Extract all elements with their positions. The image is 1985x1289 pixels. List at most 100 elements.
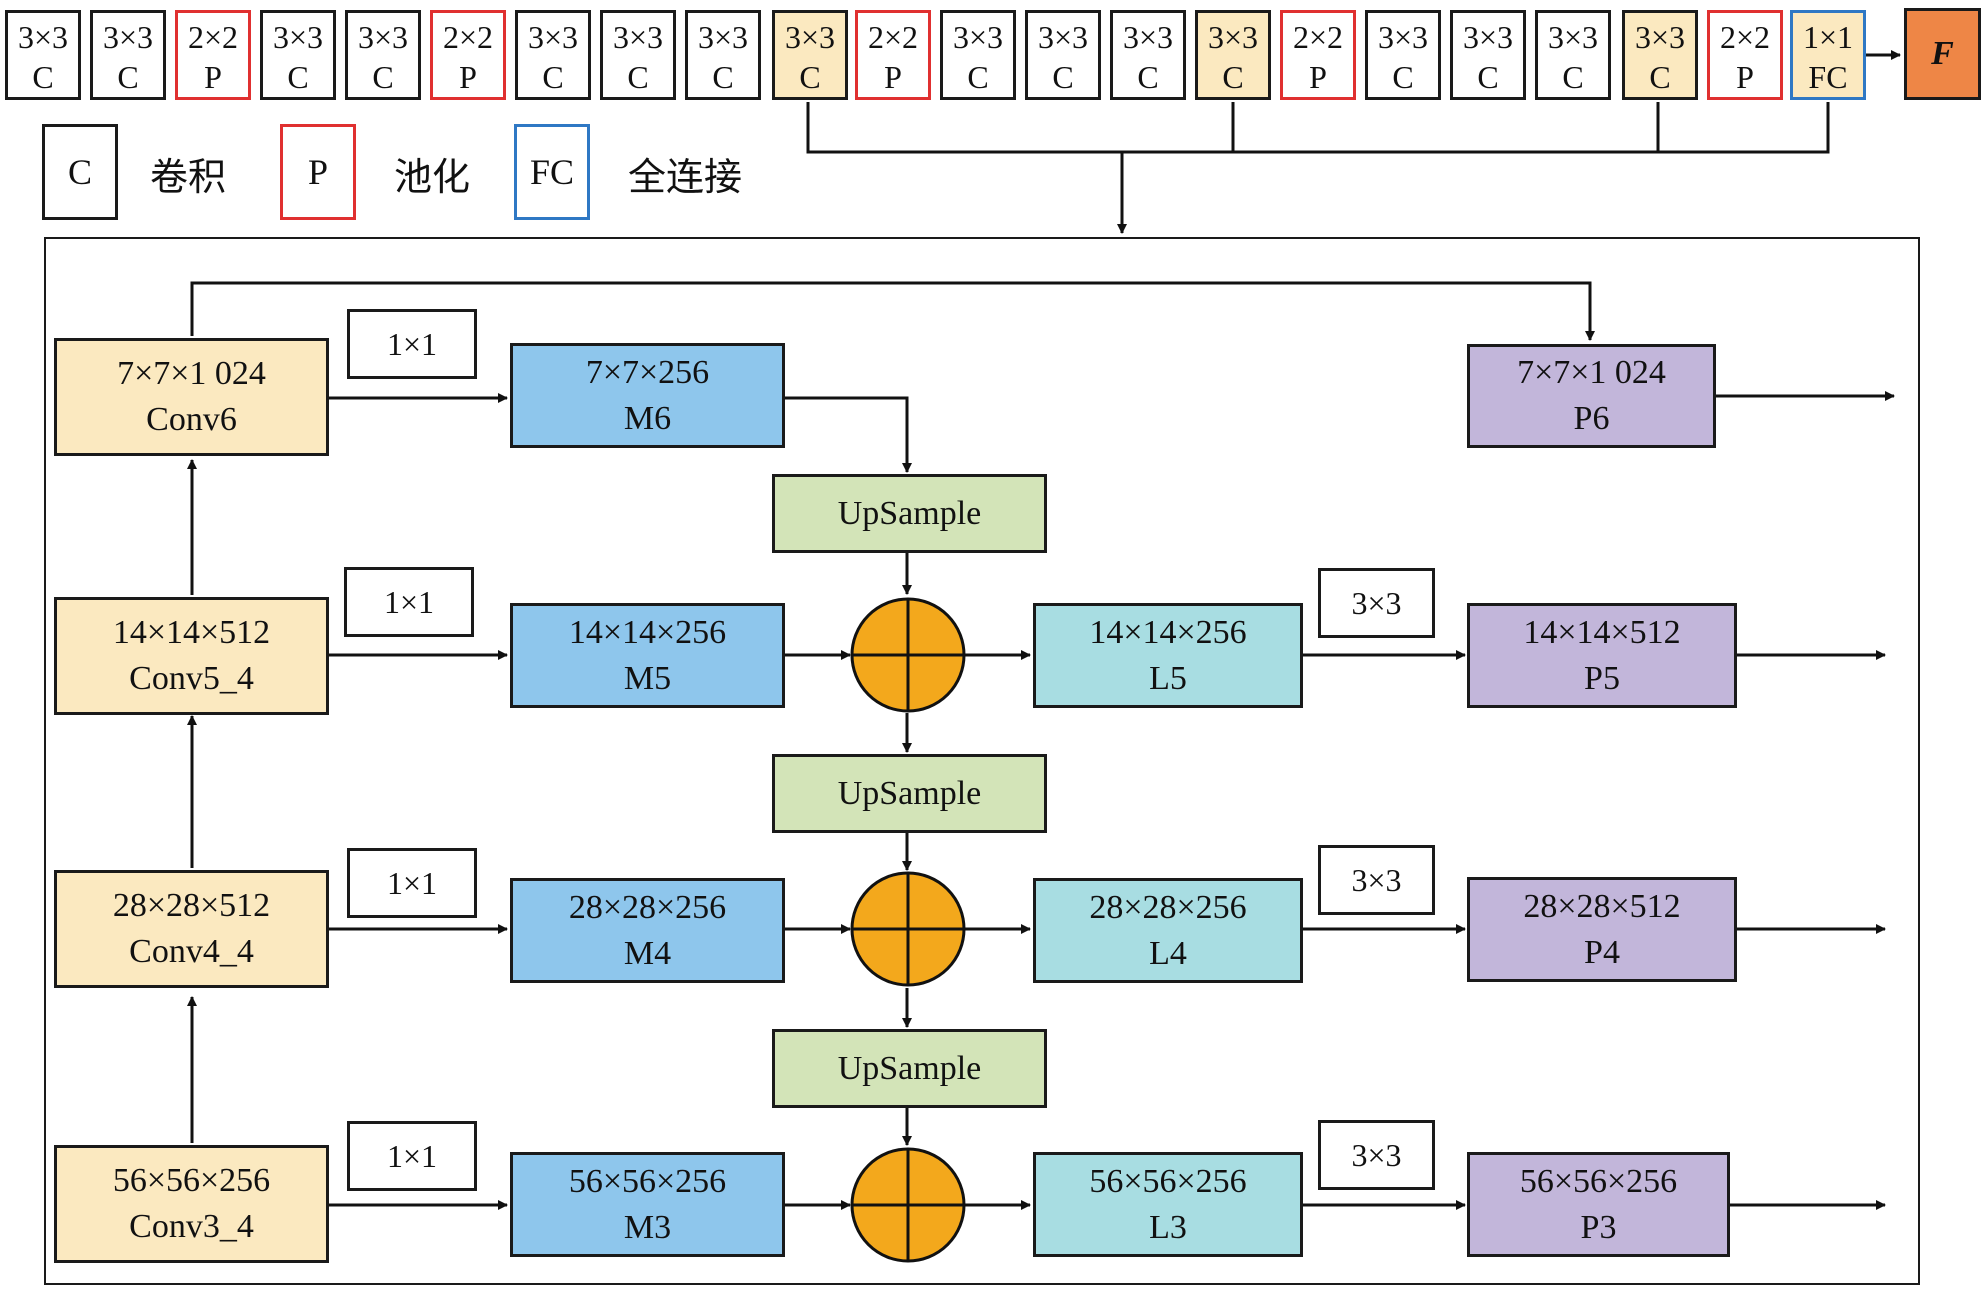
conv5-4-name: Conv5_4 <box>129 660 254 697</box>
backbone-cell-type: C <box>1222 59 1244 95</box>
lateral-kernel-4: 1×1 <box>347 848 477 918</box>
backbone-cell-size: 3×3 <box>1122 19 1174 55</box>
p4-shape: 28×28×512 <box>1523 887 1681 925</box>
backbone-cell-size: 3×3 <box>357 19 409 55</box>
legend-pool-symbol: P <box>280 124 356 220</box>
backbone-cell-size: 2×2 <box>187 19 239 55</box>
backbone-cell-type: C <box>1392 59 1414 95</box>
add-node-5 <box>850 597 966 713</box>
m5-block: 14×14×256 M5 <box>510 603 785 708</box>
m5-name: M5 <box>623 659 672 697</box>
backbone-cell-size: 3×3 <box>17 19 69 55</box>
backbone-cell-type: P <box>204 59 222 95</box>
backbone-cell-type: P <box>1309 59 1327 95</box>
backbone-cell-type: P <box>1736 59 1754 95</box>
conv3-4-name: Conv3_4 <box>129 1208 254 1245</box>
backbone-cell-type: C <box>1477 59 1499 95</box>
l4-name: L4 <box>1149 934 1187 972</box>
m5-shape: 14×14×256 <box>568 613 727 651</box>
p5-block: 14×14×512 P5 <box>1467 603 1737 708</box>
m6-name: M6 <box>623 399 672 437</box>
upsample-label: UpSample <box>837 494 982 532</box>
m4-block: 28×28×256 M4 <box>510 878 785 983</box>
lateral-kernel-5: 1×1 <box>344 567 474 637</box>
backbone-cell-type: C <box>32 59 54 95</box>
conv4-4-name: Conv4_4 <box>129 933 254 970</box>
lateral-kernel-3: 1×1 <box>347 1121 477 1191</box>
feature-output-box: F <box>1904 8 1981 100</box>
p3-shape: 56×56×256 <box>1519 1162 1678 1200</box>
legend-conv-symbol: C <box>42 124 118 220</box>
add-node-3 <box>850 1147 966 1263</box>
p3-block: 56×56×256 P3 <box>1467 1152 1730 1257</box>
backbone-cell-size: 2×2 <box>1292 19 1344 55</box>
backbone-cell-type: C <box>712 59 734 95</box>
l5-shape: 14×14×256 <box>1089 613 1247 651</box>
backbone-cell-type: C <box>542 59 564 95</box>
conv5-4-block: 14×14×512 Conv5_4 <box>54 597 329 715</box>
backbone-cell-size: 2×2 <box>1719 19 1771 55</box>
l5-name: L5 <box>1149 659 1187 697</box>
p4-name: P4 <box>1584 933 1620 971</box>
backbone-cell-type: C <box>372 59 394 95</box>
legend-fc-text: 全连接 <box>628 155 743 199</box>
backbone-cell-size: 3×3 <box>952 19 1004 55</box>
backbone-cell-type: FC <box>1808 59 1848 95</box>
conv3-4-block: 56×56×256 Conv3_4 <box>54 1145 329 1263</box>
backbone-cell-size: 3×3 <box>697 19 749 55</box>
l4-block: 28×28×256 L4 <box>1033 878 1303 983</box>
backbone-cell-size: 3×3 <box>1377 19 1429 55</box>
backbone-cell-size: 3×3 <box>1547 19 1599 55</box>
conv6-name: Conv6 <box>146 401 237 438</box>
backbone-cell-type: C <box>967 59 989 95</box>
p3-name: P3 <box>1580 1208 1617 1246</box>
legend-conv-text: 卷积 <box>150 155 227 199</box>
smooth-kernel-5: 3×3 <box>1318 568 1435 638</box>
p5-shape: 14×14×512 <box>1523 613 1681 651</box>
backbone-cell-type: C <box>1052 59 1074 95</box>
backbone-cell-size: 1×1 <box>1802 19 1854 55</box>
l4-shape: 28×28×256 <box>1089 888 1247 926</box>
legend-pool-text: 池化 <box>394 155 471 199</box>
backbone-cell-size: 3×3 <box>612 19 664 55</box>
upsample-block-5: UpSample <box>772 754 1047 833</box>
conv4-4-shape: 28×28×512 <box>112 887 271 924</box>
p6-name: P6 <box>1573 400 1610 437</box>
backbone-cell-size: 2×2 <box>442 19 494 55</box>
backbone-cell-size: 3×3 <box>102 19 154 55</box>
m4-name: M4 <box>623 934 672 972</box>
backbone-cell-type: C <box>627 59 649 95</box>
backbone-cell-size: 3×3 <box>527 19 579 55</box>
backbone-cell-size: 3×3 <box>784 19 836 55</box>
l3-shape: 56×56×256 <box>1089 1162 1247 1200</box>
backbone-cell-type: P <box>459 59 477 95</box>
m3-block: 56×56×256 M3 <box>510 1152 785 1257</box>
conv6-block: 7×7×1 024 Conv6 <box>54 338 329 456</box>
upsample-label: UpSample <box>837 1049 982 1087</box>
legend-fc-symbol: FC <box>514 124 590 220</box>
m3-shape: 56×56×256 <box>568 1162 727 1200</box>
p6-block: 7×7×1 024 P6 <box>1467 344 1716 448</box>
l3-name: L3 <box>1149 1208 1187 1246</box>
add-node-4 <box>850 871 966 987</box>
backbone-cell-type: P <box>884 59 902 95</box>
backbone-cell-size: 3×3 <box>272 19 324 55</box>
backbone-cell-type: C <box>1649 59 1671 95</box>
smooth-kernel-4: 3×3 <box>1318 845 1435 915</box>
